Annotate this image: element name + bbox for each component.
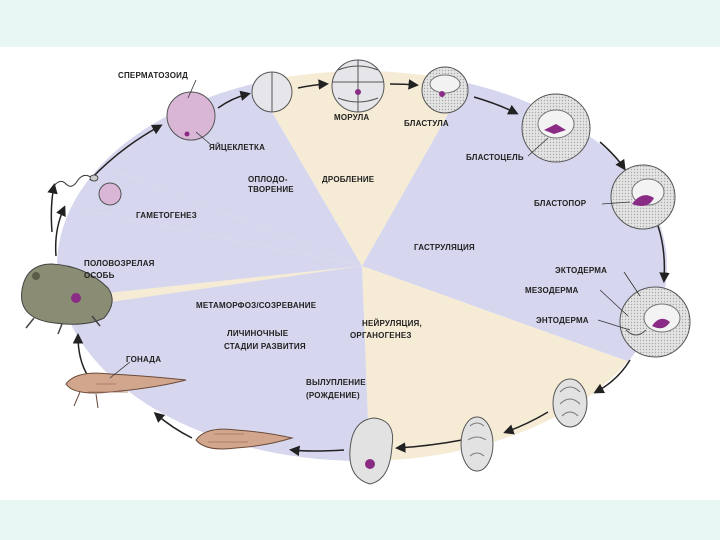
blastula-embryo [421, 66, 469, 114]
neurula-embryo [552, 378, 588, 428]
arrow-gonad-up [47, 183, 58, 233]
arrow-to-gametes [54, 205, 66, 257]
egg-cell-small [98, 182, 122, 206]
label-sperm: СПЕРМАТОЗОИД [118, 71, 188, 80]
sector-metamorphosis-band [57, 266, 362, 312]
hatching-embryo [349, 417, 394, 485]
arrow-egg-to-cleavage [217, 90, 251, 109]
arrow-to-gastrula [473, 96, 519, 115]
label-endoderm: ЭНТОДЕРМА [536, 316, 589, 325]
tadpole-small [195, 428, 294, 450]
label-cleavage: ДРОБЛЕНИЕ [322, 175, 375, 184]
sector-adult [57, 205, 362, 305]
arrow-to-gastrula-2 [599, 141, 626, 171]
label-gastrulation: ГАСТРУЛЯЦИЯ [414, 243, 475, 252]
label-ectoderm: ЭКТОДЕРМА [555, 266, 607, 275]
label-mesoderm: МЕЗОДЕРМА [525, 286, 579, 295]
arrow-to-neurula [593, 359, 631, 394]
label-neurulation: НЕЙРУЛЯЦИЯ,ОРГАНОГЕНЕЗ [350, 319, 422, 340]
arrow-gametes-to-egg [89, 124, 163, 181]
stage-labels: СПЕРМАТОЗОИД ЯЙЦЕКЛЕТКА МОРУЛА БЛАСТУЛА … [118, 71, 607, 364]
arrow-to-tadpole [289, 445, 345, 457]
arrow-to-hatching [395, 439, 463, 453]
label-morula: МОРУЛА [334, 113, 369, 122]
label-metamorphosis: МЕТАМОРФОЗ/СОЗРЕВАНИЕ [196, 301, 317, 310]
pointer-lines [109, 79, 641, 379]
egg-cell-large [166, 91, 216, 141]
arrow-to-gastrula-3 [657, 225, 670, 283]
gastrula-embryo-1 [521, 93, 591, 163]
label-gametogenesis: ГАМЕТОГЕНЕЗ [136, 211, 197, 220]
two-cell-embryo [251, 71, 293, 113]
gastrula-embryo-2 [610, 164, 676, 230]
arrow-to-larva [153, 412, 193, 439]
arrow-to-blastula [389, 79, 419, 90]
label-blastocoel: БЛАСТОЦЕЛЬ [466, 153, 524, 162]
label-blastula: БЛАСТУЛА [404, 119, 449, 128]
arrow-to-morula [297, 79, 329, 90]
label-egg: ЯЙЦЕКЛЕТКА [209, 143, 265, 152]
label-blastopore: БЛАСТОПОР [534, 199, 587, 208]
cycle-arrows [47, 79, 670, 457]
tadpole-large [65, 372, 187, 409]
morula-embryo [331, 59, 385, 113]
label-hatching: ВЫЛУПЛЕНИЕ(РОЖДЕНИЕ) [306, 378, 366, 400]
adult-frog [21, 263, 113, 335]
label-gonad: ГОНАДА [126, 355, 161, 364]
sperm-illustration [53, 174, 99, 187]
gastrula-embryo-3 [619, 286, 691, 358]
arrow-to-embryo [503, 411, 549, 435]
label-fertilization: ОПЛОДО-ТВОРЕНИЕ [248, 175, 294, 194]
tailbud-embryo [460, 416, 494, 472]
sector-labels: ОПЛОДО-ТВОРЕНИЕ ДРОБЛЕНИЕ ГАСТРУЛЯЦИЯ НЕ… [84, 175, 475, 400]
